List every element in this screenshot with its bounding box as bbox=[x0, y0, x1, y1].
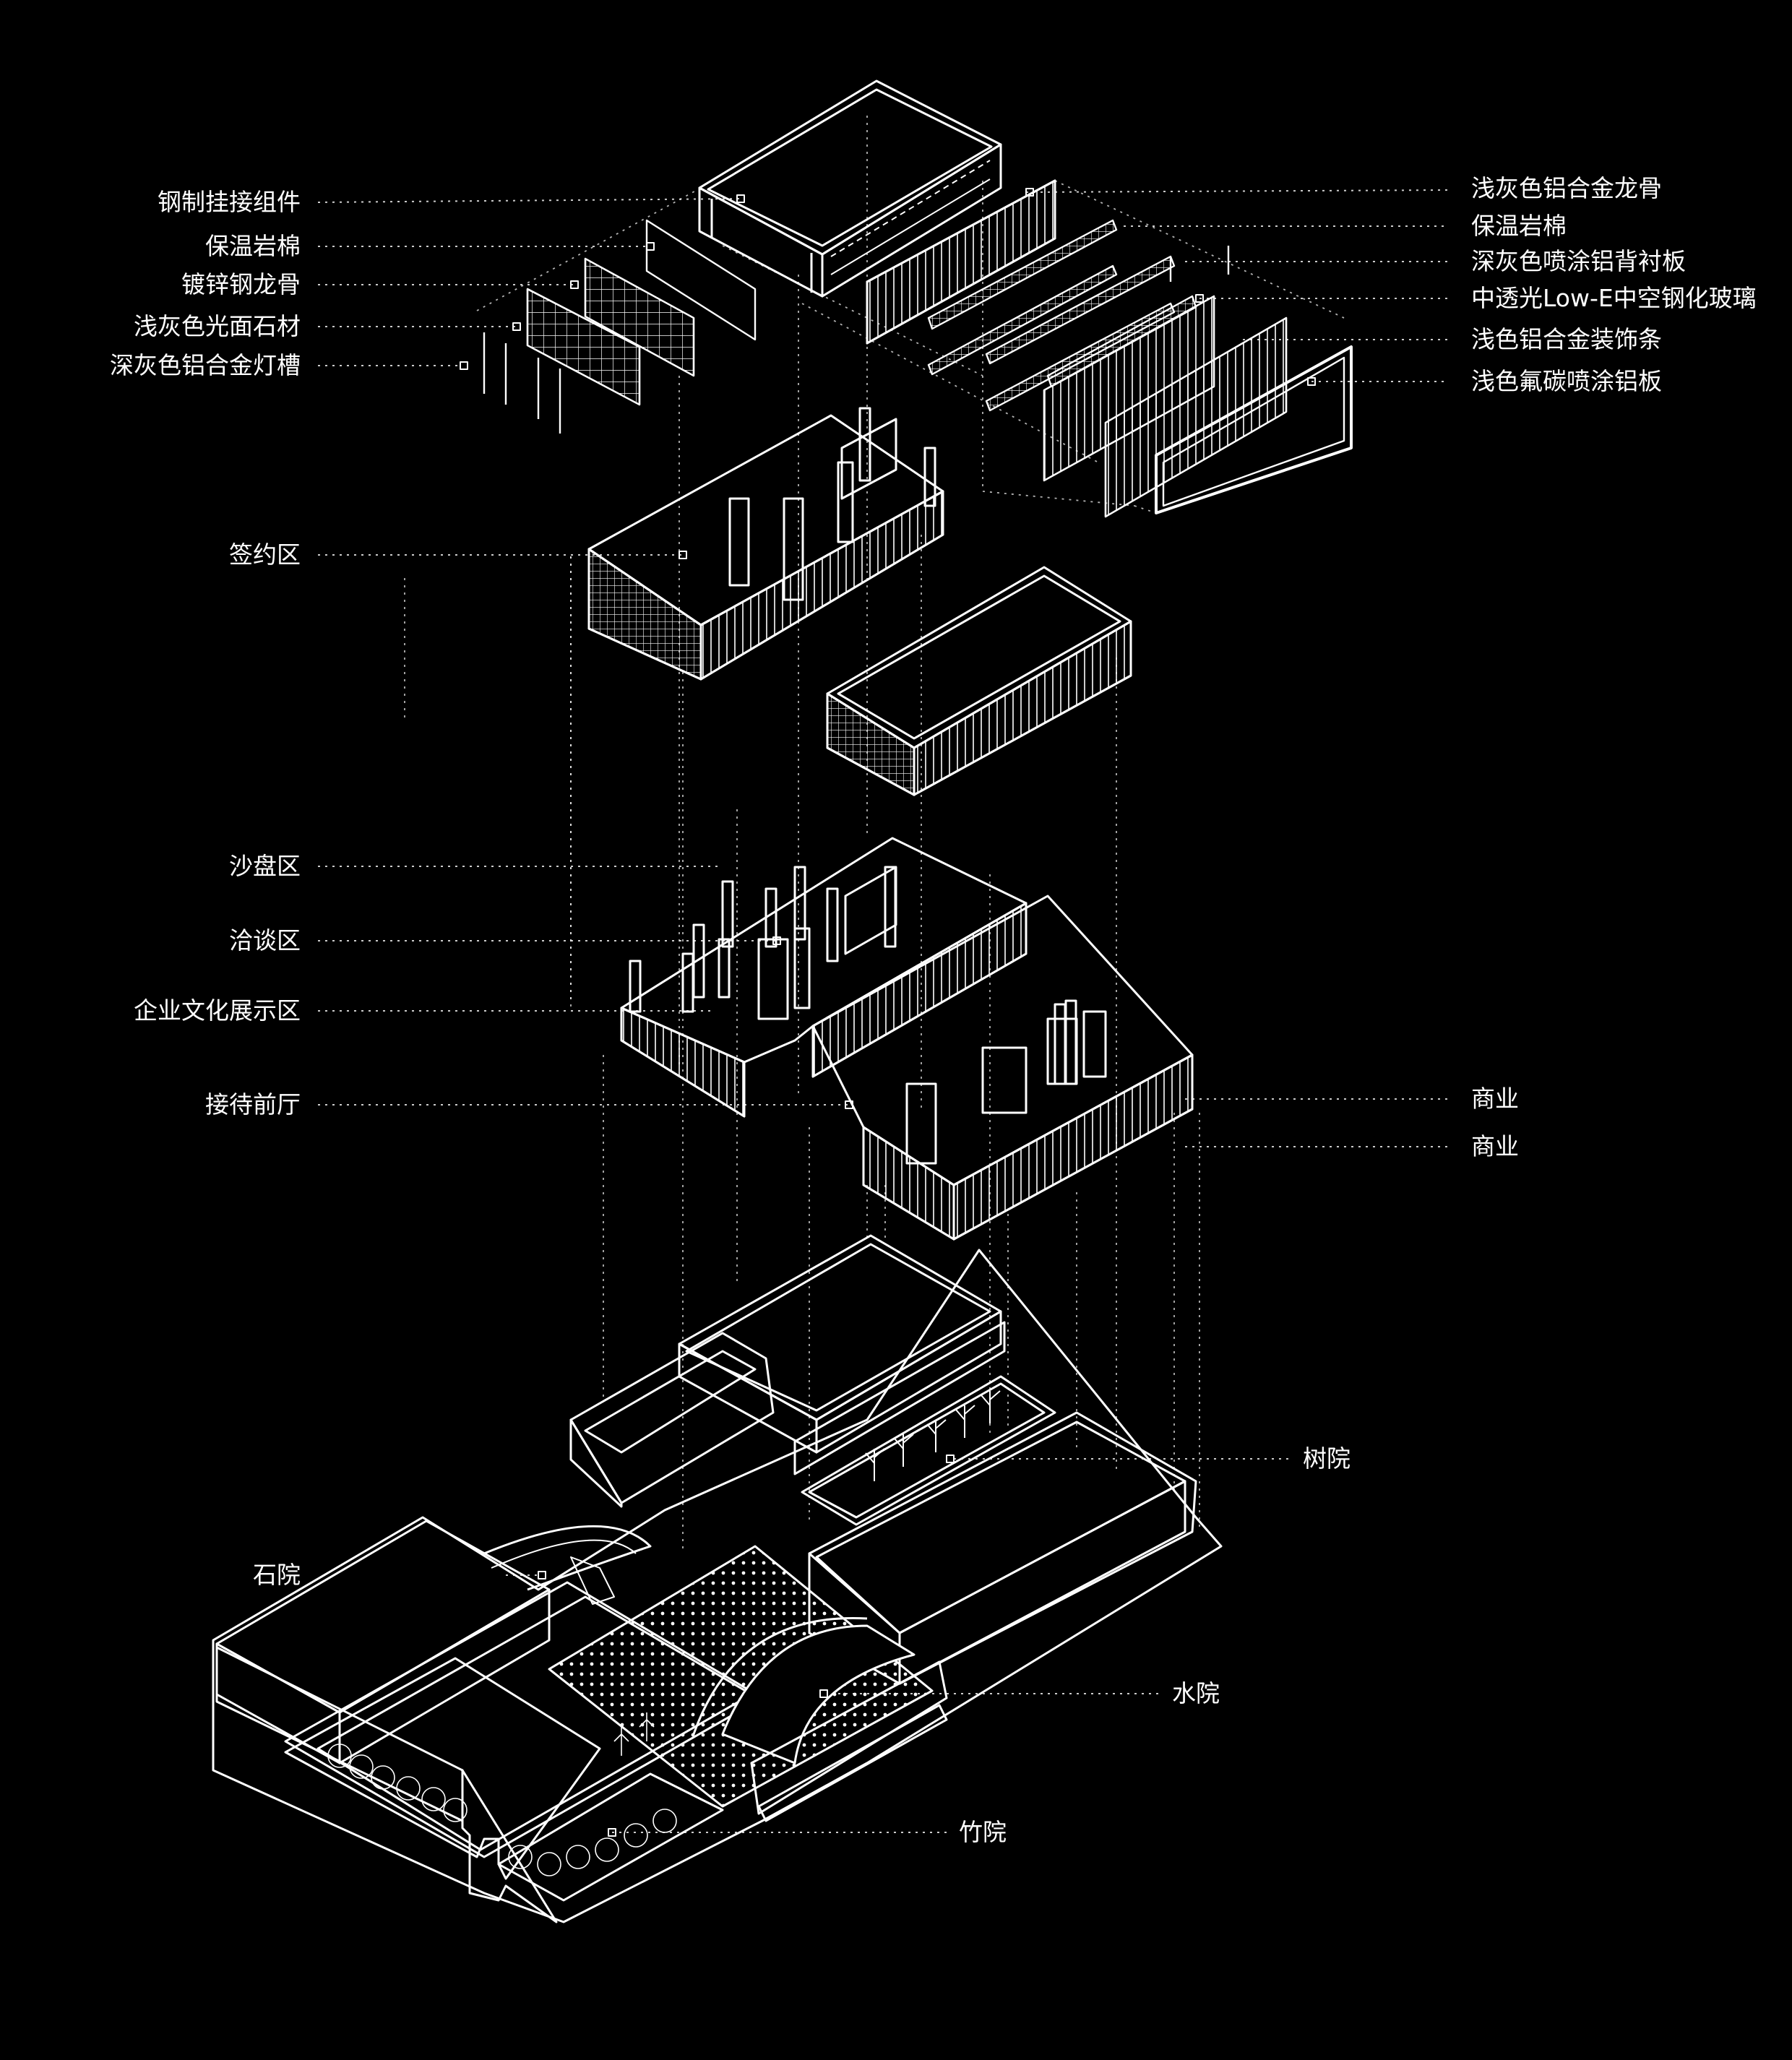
label-lowe-glass: 中透光Low-E中空钢化玻璃 bbox=[1471, 284, 1757, 312]
roof-block bbox=[698, 79, 1002, 298]
label-bamboo-court: 竹院 bbox=[959, 1818, 1007, 1846]
ground-floor-commercial bbox=[811, 895, 1194, 1241]
label-fluorocarbon-panel: 浅色氟碳喷涂铝板 bbox=[1471, 367, 1662, 395]
level2-block bbox=[826, 566, 1132, 796]
label-rock-wool-left: 保温岩棉 bbox=[205, 232, 301, 260]
label-commercial-2: 商业 bbox=[1471, 1132, 1519, 1160]
label-galvanized-keel: 镀锌钢龙骨 bbox=[181, 270, 301, 298]
label-light-gray-stone: 浅灰色光面石材 bbox=[134, 312, 301, 340]
exploded-layers-right bbox=[927, 219, 1353, 518]
exploded-layers-left bbox=[483, 219, 757, 434]
diagonal-connectors bbox=[476, 180, 1345, 1004]
label-dark-gray-light-slot: 深灰色铝合金灯槽 bbox=[110, 351, 301, 379]
anchor-markers bbox=[460, 188, 1316, 1837]
label-deco-strip: 浅色铝合金装饰条 bbox=[1471, 325, 1662, 353]
projection-lines bbox=[404, 116, 1200, 1553]
site-building-left bbox=[569, 1234, 1006, 1508]
label-light-gray-keel: 浅灰色铝合金龙骨 bbox=[1471, 174, 1662, 202]
facade-panel-grid bbox=[866, 179, 1056, 345]
label-tree-court: 树院 bbox=[1303, 1444, 1351, 1473]
label-commercial-1: 商业 bbox=[1471, 1085, 1519, 1113]
label-reception-lobby: 接待前厅 bbox=[205, 1090, 301, 1119]
signing-area-block bbox=[587, 407, 944, 681]
site-plinth bbox=[750, 1660, 948, 1822]
tree-court bbox=[801, 1375, 1056, 1526]
label-dark-gray-back-panel: 深灰色喷涂铝背衬板 bbox=[1471, 247, 1686, 275]
label-rock-wool-right: 保温岩棉 bbox=[1471, 212, 1567, 240]
leader-lines bbox=[317, 189, 1449, 1833]
label-steel-hanging-parts: 钢制挂接组件 bbox=[158, 188, 301, 216]
label-negotiation-area: 洽谈区 bbox=[229, 926, 301, 954]
label-culture-area: 企业文化展示区 bbox=[134, 996, 301, 1025]
water-court bbox=[548, 1545, 934, 1808]
label-stone-court: 石院 bbox=[253, 1561, 301, 1589]
stone-court bbox=[215, 1520, 652, 1764]
bamboo-court bbox=[284, 1657, 724, 1902]
ground-floor-interior bbox=[620, 837, 1028, 1118]
label-sand-table-area: 沙盘区 bbox=[229, 852, 301, 880]
label-signing-area: 签约区 bbox=[229, 540, 301, 569]
label-water-court: 水院 bbox=[1172, 1679, 1220, 1707]
